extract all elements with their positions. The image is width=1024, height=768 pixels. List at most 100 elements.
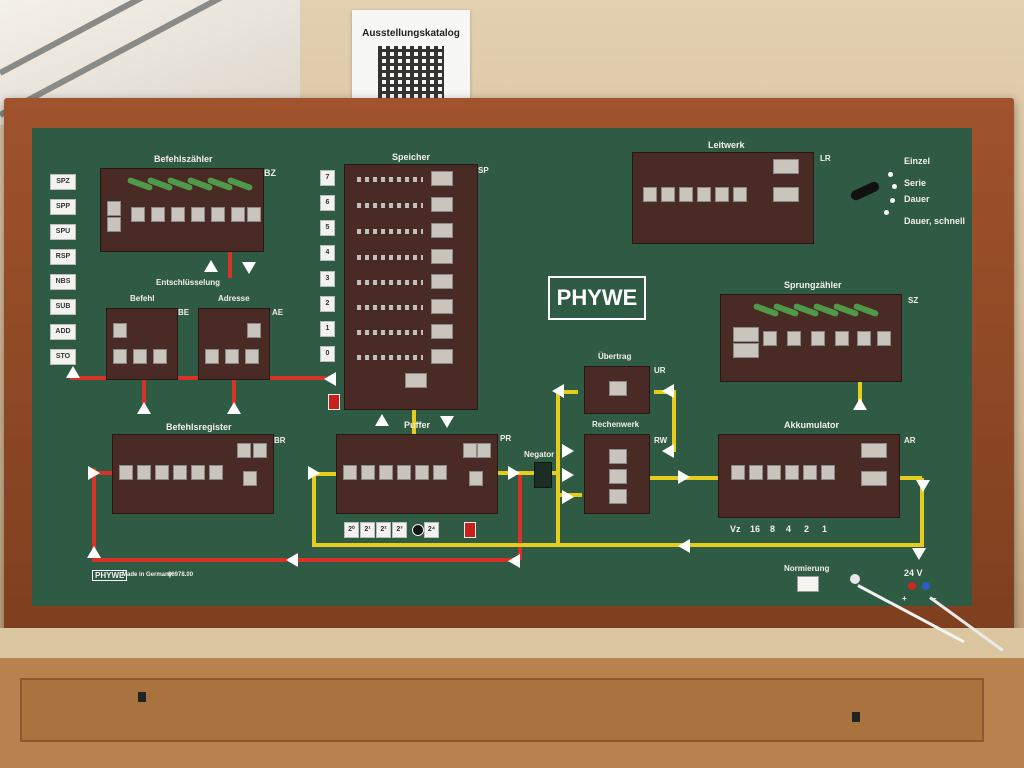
bus-line-yellow — [556, 390, 560, 546]
mode-option-dauer-schnell[interactable]: Dauer, schnell — [904, 216, 966, 226]
relay — [361, 465, 375, 480]
relay — [131, 207, 145, 222]
akku-weight-4: 4 — [786, 524, 792, 534]
sprungzaehler-module — [720, 294, 902, 382]
key-nbs[interactable]: NBS — [50, 274, 76, 290]
arrow-up-icon — [66, 366, 80, 378]
relay — [245, 349, 259, 364]
mode-option-serie[interactable]: Serie — [904, 178, 927, 188]
address-key-4[interactable]: 4 — [320, 245, 335, 261]
befehlszaehler-title: Befehlszähler — [154, 154, 213, 164]
key-rsp[interactable]: RSP — [50, 249, 76, 265]
relay — [191, 207, 205, 222]
relay — [431, 249, 453, 264]
sprungzaehler-title: Sprungzähler — [784, 280, 842, 290]
relay — [643, 187, 657, 202]
befehlszaehler-code: BZ — [264, 168, 276, 178]
puffer-key-2-1[interactable]: 2¹ — [360, 522, 375, 538]
mode-option-dauer[interactable]: Dauer — [904, 194, 930, 204]
arrow-right-icon — [88, 466, 100, 480]
key-sub[interactable]: SUB — [50, 299, 76, 315]
bus-line-red — [142, 380, 146, 410]
arrow-right-icon — [562, 444, 574, 458]
arrow-right-icon — [508, 466, 520, 480]
uebertrag-title: Übertrag — [598, 352, 632, 361]
bus-line-yellow — [556, 390, 578, 394]
relay — [733, 327, 759, 342]
normierung-button[interactable] — [797, 576, 819, 592]
relay — [243, 471, 257, 486]
arrow-right-icon — [308, 466, 320, 480]
address-indicator-lamp — [328, 394, 340, 410]
qr-code[interactable] — [378, 46, 444, 108]
key-spz[interactable]: SPZ — [50, 174, 76, 190]
relay — [749, 465, 763, 480]
power-input-socket[interactable] — [850, 574, 860, 584]
puffer-key-2-2[interactable]: 2² — [376, 522, 391, 538]
power-jack-blue[interactable] — [922, 582, 930, 590]
puffer-indicator-lamp — [464, 522, 476, 538]
mode-option-einzel[interactable]: Einzel — [904, 156, 931, 166]
befehl-code: BE — [178, 308, 190, 317]
address-key-0[interactable]: 0 — [320, 346, 335, 362]
relay — [191, 465, 205, 480]
address-key-3[interactable]: 3 — [320, 271, 335, 287]
relay — [133, 349, 147, 364]
memory-row-3 — [357, 280, 423, 285]
key-sto[interactable]: STO — [50, 349, 76, 365]
arrow-up-icon — [87, 546, 101, 558]
address-key-5[interactable]: 5 — [320, 220, 335, 236]
bus-line-yellow — [312, 472, 316, 546]
leitwerk-code: LR — [820, 154, 831, 163]
bus-line-yellow — [498, 471, 558, 475]
relay — [469, 471, 483, 486]
address-key-1[interactable]: 1 — [320, 321, 335, 337]
speicher-code: SP — [478, 166, 489, 175]
relay — [731, 465, 745, 480]
power-jack-red[interactable] — [908, 582, 916, 590]
puffer-key-2-0[interactable]: 2⁰ — [344, 522, 359, 538]
befehlszaehler-module — [100, 168, 264, 252]
relay — [173, 465, 187, 480]
relay — [661, 187, 675, 202]
address-key-2[interactable]: 2 — [320, 296, 335, 312]
relay — [733, 343, 759, 358]
relay — [463, 443, 477, 458]
circuit-board: Befehlszähler BZ SPZ SPP SPU RSP NBS SUB… — [32, 128, 972, 606]
relay — [225, 349, 239, 364]
arrow-down-icon — [242, 262, 256, 274]
relay — [861, 471, 887, 486]
address-key-7[interactable]: 7 — [320, 170, 335, 186]
memory-row-5 — [357, 229, 423, 234]
befehl-module — [106, 308, 178, 380]
relay — [773, 187, 799, 202]
relay — [107, 201, 121, 216]
poster-title: Ausstellungskatalog — [362, 28, 460, 39]
akku-weight-8: 8 — [770, 524, 776, 534]
negator-module — [534, 462, 552, 488]
puffer-code: PR — [500, 434, 512, 443]
relay — [171, 207, 185, 222]
power-plus-label: + — [902, 594, 907, 603]
puffer-module — [336, 434, 498, 514]
address-key-6[interactable]: 6 — [320, 195, 335, 211]
key-spp[interactable]: SPP — [50, 199, 76, 215]
arrow-up-icon — [137, 402, 151, 414]
puffer-key-2-3[interactable]: 2³ — [392, 522, 407, 538]
key-add[interactable]: ADD — [50, 324, 76, 340]
memory-row-2 — [357, 305, 423, 310]
arrow-left-icon — [508, 554, 520, 568]
relay — [803, 465, 817, 480]
arrow-down-icon — [440, 416, 454, 428]
relay — [679, 187, 693, 202]
relay — [715, 187, 729, 202]
relay — [155, 465, 169, 480]
key-spu[interactable]: SPU — [50, 224, 76, 240]
bus-line-red — [232, 380, 236, 410]
relay — [343, 465, 357, 480]
puffer-key-2-4[interactable]: 2⁴ — [424, 522, 439, 538]
relay — [431, 274, 453, 289]
table-drawer — [20, 678, 984, 742]
leitwerk-module — [632, 152, 814, 244]
arrow-left-icon — [286, 553, 298, 567]
